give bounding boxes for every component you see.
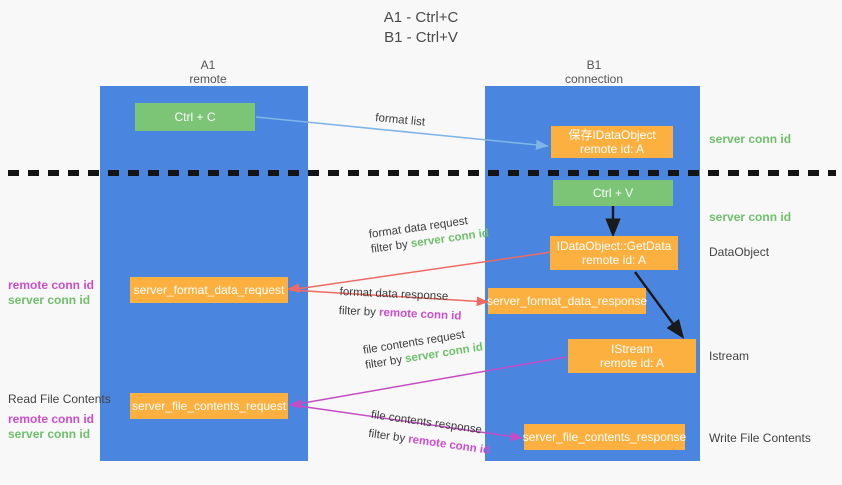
column-header-a1-sub: remote <box>189 72 227 86</box>
column-header-b1: B1 connection <box>520 58 668 86</box>
box-server-format-data-response[interactable]: server_format_data_response <box>486 288 648 314</box>
caption-format-data-request-filter-prefix: filter by <box>370 238 412 256</box>
box-idataobject-getdata-label: IDataObject::GetData remote id: A <box>556 239 672 267</box>
column-header-a1-name: A1 <box>200 58 216 72</box>
label-ids-lower: remote conn id server conn id <box>8 412 94 442</box>
label-write-file-contents: Write File Contents <box>709 431 811 445</box>
box-server-format-data-request-label: server_format_data_request <box>133 283 285 297</box>
box-ctrl-v[interactable]: Ctrl + V <box>553 180 673 206</box>
box-ctrl-c-label: Ctrl + C <box>174 110 216 124</box>
label-ids-upper: remote conn id server conn id <box>8 278 94 308</box>
caption-format-list: format list <box>375 111 426 131</box>
label-ids-lower-remote: remote conn id <box>8 412 95 426</box>
box-server-format-data-response-label: server_format_data_response <box>486 294 648 308</box>
label-ids-lower-server: server conn id <box>8 427 91 441</box>
title-line-2: B1 - Ctrl+V <box>384 29 458 46</box>
title-line-1: A1 - Ctrl+C <box>383 9 459 26</box>
caption-format-data-request: format data request filter by server con… <box>368 211 490 257</box>
label-dataobject: DataObject <box>709 245 770 259</box>
box-server-file-contents-response[interactable]: server_file_contents_response <box>522 424 687 450</box>
column-header-b1-sub: connection <box>564 72 624 86</box>
box-server-file-contents-response-label: server_file_contents_response <box>522 430 687 444</box>
label-server-conn-id-mid: server conn id <box>709 210 792 224</box>
box-save-idataobject-label: 保存IDataObject remote id: A <box>568 128 656 156</box>
label-istream: Istream <box>709 349 750 363</box>
box-server-file-contents-request-label: server_file_contents_request <box>131 399 287 413</box>
caption-file-contents-response: file contents response filter by remote … <box>367 408 493 459</box>
label-ids-upper-server: server conn id <box>8 293 91 307</box>
caption-format-data-response-filter: filter by remote conn id <box>338 304 462 325</box>
box-ctrl-c[interactable]: Ctrl + C <box>135 103 255 131</box>
box-ctrl-v-label: Ctrl + V <box>592 186 634 200</box>
box-server-file-contents-request[interactable]: server_file_contents_request <box>130 393 288 419</box>
caption-format-data-response-text: format data response <box>339 285 449 303</box>
label-server-conn-id-top: server conn id <box>709 132 792 146</box>
caption-file-contents-response-filter-prefix: filter by <box>367 427 410 446</box>
box-server-format-data-request[interactable]: server_format_data_request <box>130 277 288 303</box>
box-idataobject-getdata[interactable]: IDataObject::GetData remote id: A <box>550 236 678 270</box>
caption-format-data-response: format data response filter by remote co… <box>338 285 462 325</box>
label-ids-upper-remote: remote conn id <box>8 278 95 292</box>
column-header-b1-name: B1 <box>586 58 602 72</box>
box-save-idataobject[interactable]: 保存IDataObject remote id: A <box>551 126 673 158</box>
caption-file-contents-request: file contents request filter by server c… <box>362 325 484 373</box>
caption-format-list-text: format list <box>374 111 426 129</box>
box-istream-label: IStream remote id: A <box>599 342 665 370</box>
caption-format-data-response-filter-prefix: filter by <box>338 304 380 319</box>
label-read-file-contents: Read File Contents <box>8 392 111 406</box>
box-istream[interactable]: IStream remote id: A <box>568 339 696 373</box>
caption-format-data-response-filter-key: remote conn id <box>378 306 462 323</box>
page-title: A1 - Ctrl+C B1 - Ctrl+V <box>0 8 842 48</box>
column-header-a1: A1 remote <box>134 58 282 86</box>
